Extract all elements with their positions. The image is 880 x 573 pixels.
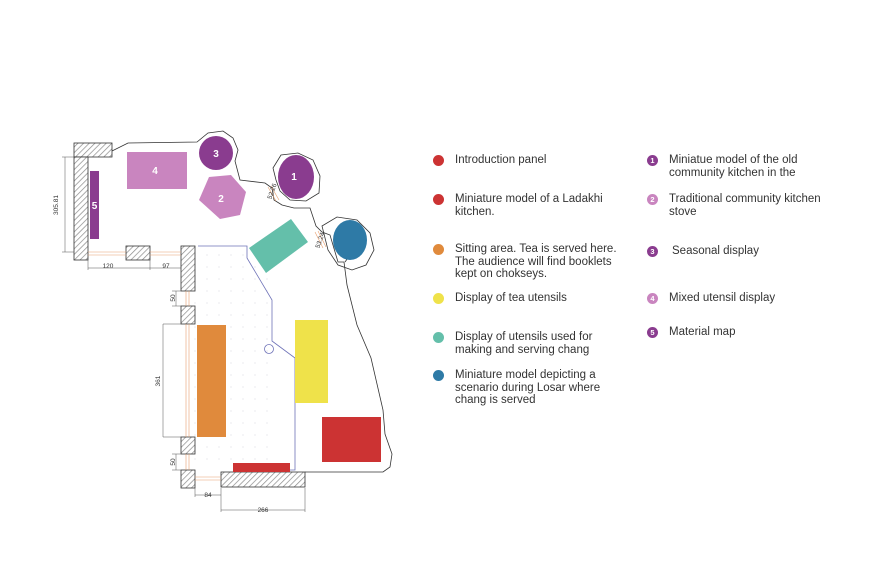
blob-outline-blue — [321, 216, 375, 271]
wall-left — [73, 156, 89, 261]
legend-4-mixed: 4 Mixed utensil display — [647, 292, 862, 305]
exhibit-4-label: 4 — [152, 166, 158, 177]
wall-bottom — [220, 471, 306, 488]
dim-120: 120 — [103, 263, 114, 270]
legend-dot — [433, 154, 444, 166]
wall-top-left — [73, 142, 113, 158]
legend-dot — [433, 193, 444, 205]
legend-number-badge: 3 — [647, 245, 658, 257]
gallery-outline — [111, 130, 393, 473]
legend-label: Mixed utensil display — [669, 292, 776, 304]
wall-corridor-top — [180, 245, 196, 292]
tea-utensils-display — [295, 320, 328, 403]
legend-label: Display of utensils used for making and … — [455, 331, 593, 356]
path-node — [264, 344, 274, 354]
wall-corridor-bottom — [180, 469, 196, 489]
legend-3-seasonal: 3 Seasonal display — [647, 245, 862, 258]
legend-label: Display of tea utensils — [455, 292, 567, 304]
visitor-path — [198, 245, 296, 471]
legend-label: Introduction panel — [455, 154, 547, 166]
dimension-lines — [62, 156, 306, 512]
dim-305: 305.81 — [53, 195, 60, 215]
legend-1-community-kitchen: 1 Miniatue model of the old community ki… — [647, 154, 862, 179]
losar-model — [333, 220, 367, 260]
dim-50-bottom: 50 — [170, 458, 177, 466]
exhibit-5-label: 5 — [92, 201, 98, 212]
legend-2-stove: 2 Traditional community kitchen stove — [647, 193, 862, 218]
dim-53-24: 53.24 — [315, 231, 327, 249]
legend-label: Miniatue model of the old community kitc… — [669, 154, 798, 179]
exhibit-1-label: 1 — [291, 172, 297, 183]
chang-utensils-display — [249, 219, 308, 273]
legend-dot — [433, 331, 444, 343]
legend-losar-model: Miniature model depicting a scenario dur… — [433, 369, 633, 407]
legend-label: Traditional community kitchen stove — [669, 193, 821, 218]
legend-label: Seasonal display — [672, 245, 759, 257]
exhibit-5-material-map — [90, 171, 99, 239]
legend-ladakhi-kitchen: Miniature model of a Ladakhi kitchen. — [433, 193, 633, 218]
legend-5-material-map: 5 Material map — [647, 326, 862, 339]
legend-number-badge: 2 — [647, 193, 658, 205]
legend-chang-utensils: Display of utensils used for making and … — [433, 331, 633, 356]
legend-label: Sitting area. Tea is served here. The au… — [455, 243, 617, 280]
dim-361: 361 — [155, 375, 162, 386]
wall-bottom-left — [125, 245, 151, 261]
legend-label: Miniature model depicting a scenario dur… — [455, 369, 601, 406]
legend-dot — [433, 369, 444, 381]
window-lines — [88, 185, 327, 481]
introduction-panel — [233, 463, 290, 472]
exhibit-2-label: 2 — [218, 194, 224, 205]
legend-dot — [433, 243, 444, 255]
exhibit-2-stove — [199, 175, 246, 219]
dim-84: 84 — [204, 492, 212, 499]
wall-corridor-mid — [180, 305, 196, 325]
ladakhi-kitchen-model — [322, 417, 381, 462]
wall-corridor-lower — [180, 436, 196, 455]
legend-sitting-area: Sitting area. Tea is served here. The au… — [433, 243, 633, 281]
legend-number-badge: 5 — [647, 326, 658, 338]
legend-tea-utensils: Display of tea utensils — [433, 292, 633, 305]
blob-outline-1 — [272, 152, 321, 202]
exhibit-1-community-kitchen — [278, 155, 314, 199]
exhibit-4-mixed-utensils — [127, 152, 187, 189]
dim-97: 97 — [162, 263, 170, 270]
legend-label: Miniature model of a Ladakhi kitchen. — [455, 193, 603, 218]
legend-label: Material map — [669, 326, 736, 338]
legend-number-badge: 4 — [647, 292, 658, 304]
legend-dot — [433, 292, 444, 304]
legend-number-badge: 1 — [647, 154, 658, 166]
dim-50-top: 50 — [170, 294, 177, 302]
dim-266: 266 — [258, 507, 269, 514]
legend-introduction-panel: Introduction panel — [433, 154, 633, 167]
exhibit-3-seasonal — [199, 136, 233, 170]
exhibit-3-label: 3 — [213, 149, 219, 160]
sitting-area — [197, 325, 226, 437]
